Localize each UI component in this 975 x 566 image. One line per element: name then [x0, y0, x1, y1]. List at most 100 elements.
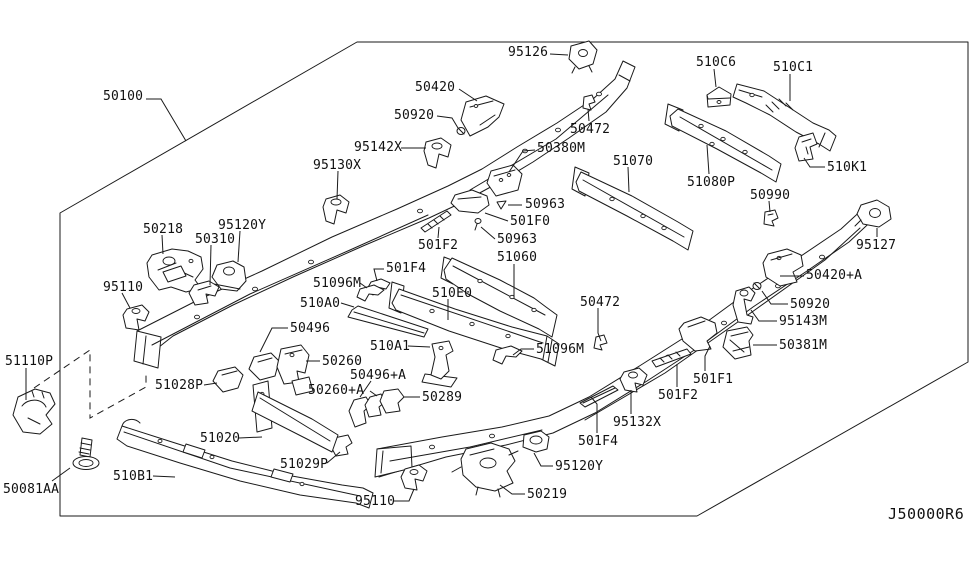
part-label-50920-3: 50920	[394, 108, 434, 123]
part-label-50496-22: 50496	[290, 321, 330, 336]
bracket-510C6	[706, 86, 732, 108]
part-label-50260-24: 50260	[322, 354, 362, 369]
bracket-50472-upper	[582, 94, 596, 111]
leader-line-510A1	[407, 345, 431, 348]
hook-50472-lower	[593, 334, 608, 351]
leader-line-51080P	[706, 144, 710, 175]
bracket-95110-upper	[122, 304, 150, 331]
bracket-95120Y-lower	[522, 430, 550, 453]
leader-line-50990	[768, 200, 771, 213]
part-label-50381M-44: 50381M	[779, 338, 827, 353]
leader-line-50420	[458, 88, 478, 102]
part-label-95127-10: 95127	[856, 238, 896, 253]
bracket-50496	[248, 352, 280, 381]
bracket-50260	[276, 344, 310, 385]
bracket-50420A	[762, 248, 804, 287]
part-label-50380M-13: 50380M	[537, 141, 585, 156]
part-label-51070-14: 51070	[613, 154, 653, 169]
part-label-510A1-23: 510A1	[370, 339, 410, 354]
leader-line-510C6	[713, 68, 717, 88]
part-label-50310-35: 50310	[195, 232, 235, 247]
bracket-95126	[568, 40, 598, 74]
bracket-95110-lower	[400, 464, 428, 491]
bracket-510A1	[421, 340, 458, 388]
bolt-50963-lower	[474, 218, 482, 231]
leader-line-50496+A	[359, 380, 372, 398]
crossmember-51060	[440, 256, 558, 338]
bolt-50081AA	[72, 437, 100, 470]
leader-line-50496	[259, 327, 288, 353]
bracket-51028P	[212, 366, 244, 393]
leader-line-501F2	[437, 226, 440, 239]
part-label-501F0-16: 501F0	[510, 214, 550, 229]
bracket-95142X	[423, 137, 452, 169]
part-label-50289-27: 50289	[422, 390, 462, 405]
leader-line-510K1	[803, 157, 825, 168]
part-label-501F4-48: 501F4	[578, 434, 618, 449]
part-label-510K1-8: 510K1	[827, 160, 867, 175]
bracket-50420	[460, 95, 505, 137]
leader-line-50100	[146, 98, 187, 142]
part-label-50260+A-26: 50260+A	[308, 383, 364, 398]
bracket-50218	[146, 248, 204, 293]
crossmember-51070	[571, 166, 694, 251]
part-label-95142X-11: 95142X	[354, 140, 402, 155]
leader-line-51096M	[512, 348, 534, 356]
part-label-50920-42: 50920	[790, 297, 830, 312]
bracket-50380M	[486, 164, 523, 197]
part-label-50081AA-52: 50081AA	[3, 482, 59, 497]
strip-510A0	[347, 305, 429, 338]
part-label-51029P-28: 51029P	[280, 457, 328, 472]
part-label-51020-30: 51020	[200, 431, 240, 446]
leader-line-50219	[499, 484, 525, 495]
part-label-95110-32: 95110	[103, 280, 143, 295]
leader-line-510A0	[340, 302, 355, 308]
clip-50289	[379, 388, 405, 414]
leader-line-50218	[161, 234, 164, 255]
bumper-armature-510B1	[116, 418, 374, 509]
part-label-95126-1: 95126	[508, 45, 548, 60]
part-label-510C1-6: 510C1	[773, 60, 813, 75]
part-label-50990-9: 50990	[750, 188, 790, 203]
leader-line-95110	[121, 292, 131, 309]
crossmember-51020	[251, 376, 339, 453]
part-label-51096M-38: 51096M	[536, 342, 584, 357]
leader-line-501F4	[373, 268, 384, 282]
rail-left-front-cap	[133, 330, 162, 369]
leader-line-51020	[238, 436, 263, 439]
leader-line-50920	[761, 290, 788, 305]
bracket-510K1	[794, 132, 818, 162]
leader-line-50260+A	[369, 390, 378, 397]
diagram-border	[33, 41, 969, 517]
bolt-50920-left	[456, 127, 466, 135]
part-label-95110-33: 95110	[355, 494, 395, 509]
leader-line-50472	[597, 308, 602, 342]
part-label-95120Y-34: 95120Y	[218, 218, 266, 233]
strip-501F4-right	[579, 385, 619, 408]
cutaway-dashed-line	[33, 349, 147, 419]
part-label-510B1-31: 510B1	[113, 469, 153, 484]
bracket-51110P	[12, 388, 56, 435]
leader-line-50963	[480, 226, 496, 240]
leader-line-51096M	[359, 282, 368, 289]
leader-line-50920	[436, 115, 459, 129]
part-label-50472-37: 50472	[580, 295, 620, 310]
part-label-510E0-39: 510E0	[432, 286, 472, 301]
part-label-510C6-5: 510C6	[696, 55, 736, 70]
leader-line-50472	[587, 108, 590, 122]
bracket-50219	[451, 442, 519, 498]
part-label-50963-15: 50963	[525, 197, 565, 212]
part-label-50218-36: 50218	[143, 222, 183, 237]
part-label-51110P-51: 51110P	[5, 354, 53, 369]
part-label-50219-50: 50219	[527, 487, 567, 502]
part-label-95132X-47: 95132X	[613, 415, 661, 430]
bracket-95120Y-upper	[211, 260, 247, 292]
part-label-51028P-29: 51028P	[155, 378, 203, 393]
leader-line-50081AA	[51, 467, 71, 482]
frame-rail-left	[133, 60, 636, 369]
part-label-50420+A-41: 50420+A	[806, 268, 862, 283]
part-label-95120Y-49: 95120Y	[555, 459, 603, 474]
